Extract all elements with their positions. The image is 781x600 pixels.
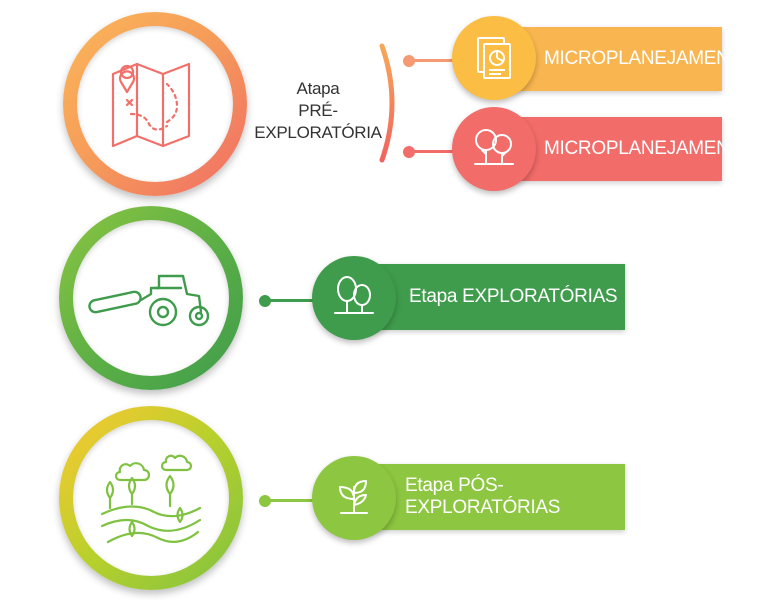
stage3-dot (259, 495, 271, 507)
stage1-item2-connector (410, 150, 460, 153)
stage2-dot (259, 295, 271, 307)
folded-map-icon (105, 60, 195, 150)
stage2-label: Etapa EXPLORATÓRIAS (409, 286, 618, 307)
stage3-label: Etapa PÓS-EXPLORATÓRIAS (405, 475, 561, 518)
stage1-item2-dot (403, 146, 415, 158)
stage1-item1-dot (403, 55, 415, 67)
tractor-icon (85, 268, 215, 330)
stage1-item2-label: MICROPLANEJAMENTO (544, 138, 755, 159)
stage1-item2-bar: MICROPLANEJAMENTO (500, 117, 755, 181)
stage1-title: Atapa PRÉ-EXPLORATÓRIA (248, 78, 388, 144)
stage2-connector (265, 299, 320, 302)
stage1-item1-label: MICROPLANEJAMENTO (544, 48, 755, 69)
stage1-title-line2: PRÉ-EXPLORATÓRIA (254, 101, 382, 142)
stage1-main-inner (77, 26, 233, 182)
sprout-icon (331, 473, 377, 521)
trees-icon (331, 273, 377, 321)
stage1-item1-bar: MICROPLANEJAMENTO (500, 27, 755, 91)
landscape-icon (98, 450, 204, 548)
trees-icon (471, 124, 517, 172)
stage1-bracket (372, 43, 412, 163)
stage2-main-inner (73, 220, 229, 376)
stage2-bar: Etapa EXPLORATÓRIAS (357, 264, 625, 330)
stage3-main-inner (73, 420, 229, 576)
stage3-connector (265, 499, 320, 502)
document-chart-icon (472, 34, 516, 82)
stage1-item1-connector (410, 59, 460, 62)
stage1-title-line1: Atapa (296, 79, 340, 98)
stage3-bar: Etapa PÓS-EXPLORATÓRIAS (357, 464, 625, 530)
